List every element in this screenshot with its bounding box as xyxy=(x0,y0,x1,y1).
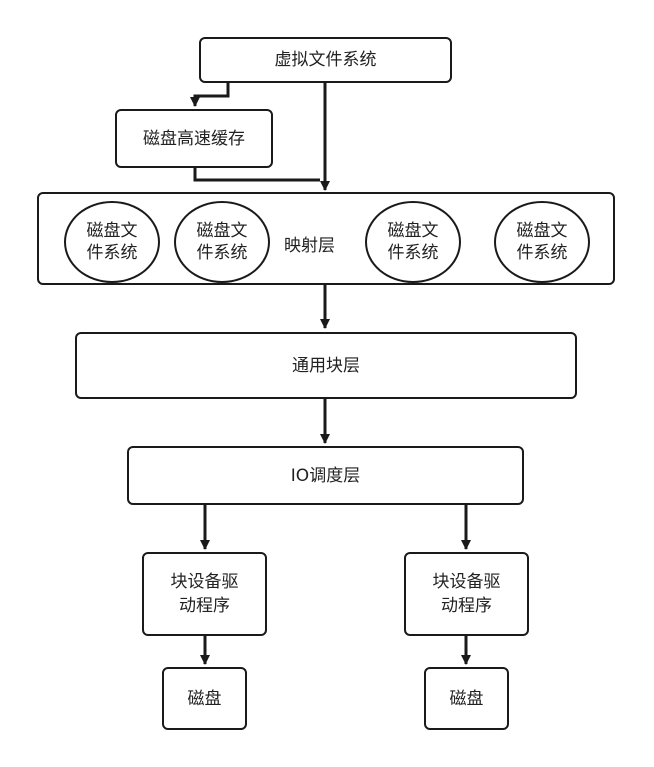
disk-cache-box: 磁盘高速缓存 xyxy=(115,109,273,168)
io-scheduler-label: IO调度层 xyxy=(290,465,361,486)
arrow-vfs-to-cache xyxy=(190,82,230,107)
block-driver-box: 块设备驱 动程序 xyxy=(404,552,529,636)
filesystem-label: 磁盘文 件系统 xyxy=(196,221,248,263)
filesystem-label: 磁盘文 件系统 xyxy=(516,221,568,263)
io-scheduler-box: IO调度层 xyxy=(127,446,524,505)
disk-label: 磁盘 xyxy=(187,688,222,709)
arrow-cache-to-mapping xyxy=(193,167,320,182)
filesystem-ellipse: 磁盘文 件系统 xyxy=(174,201,270,283)
filesystem-ellipse: 磁盘文 件系统 xyxy=(64,201,160,283)
generic-block-layer-label: 通用块层 xyxy=(292,355,360,376)
filesystem-ellipse: 磁盘文 件系统 xyxy=(365,201,461,283)
disk-box: 磁盘 xyxy=(424,667,509,730)
disk-box: 磁盘 xyxy=(162,667,247,730)
block-driver-label: 块设备驱 动程序 xyxy=(432,572,501,616)
vfs-label: 虚拟文件系统 xyxy=(274,50,377,70)
filesystem-label: 磁盘文 件系统 xyxy=(387,221,439,263)
vfs-box: 虚拟文件系统 xyxy=(199,37,452,83)
generic-block-layer-box: 通用块层 xyxy=(75,332,577,399)
filesystem-label: 磁盘文 件系统 xyxy=(86,221,138,263)
disk-cache-label: 磁盘高速缓存 xyxy=(143,128,245,149)
disk-label: 磁盘 xyxy=(449,688,484,709)
block-driver-box: 块设备驱 动程序 xyxy=(142,552,267,636)
filesystem-ellipse: 磁盘文 件系统 xyxy=(494,201,590,283)
block-driver-label: 块设备驱 动程序 xyxy=(170,572,239,616)
mapping-layer-label: 映射层 xyxy=(284,236,335,256)
